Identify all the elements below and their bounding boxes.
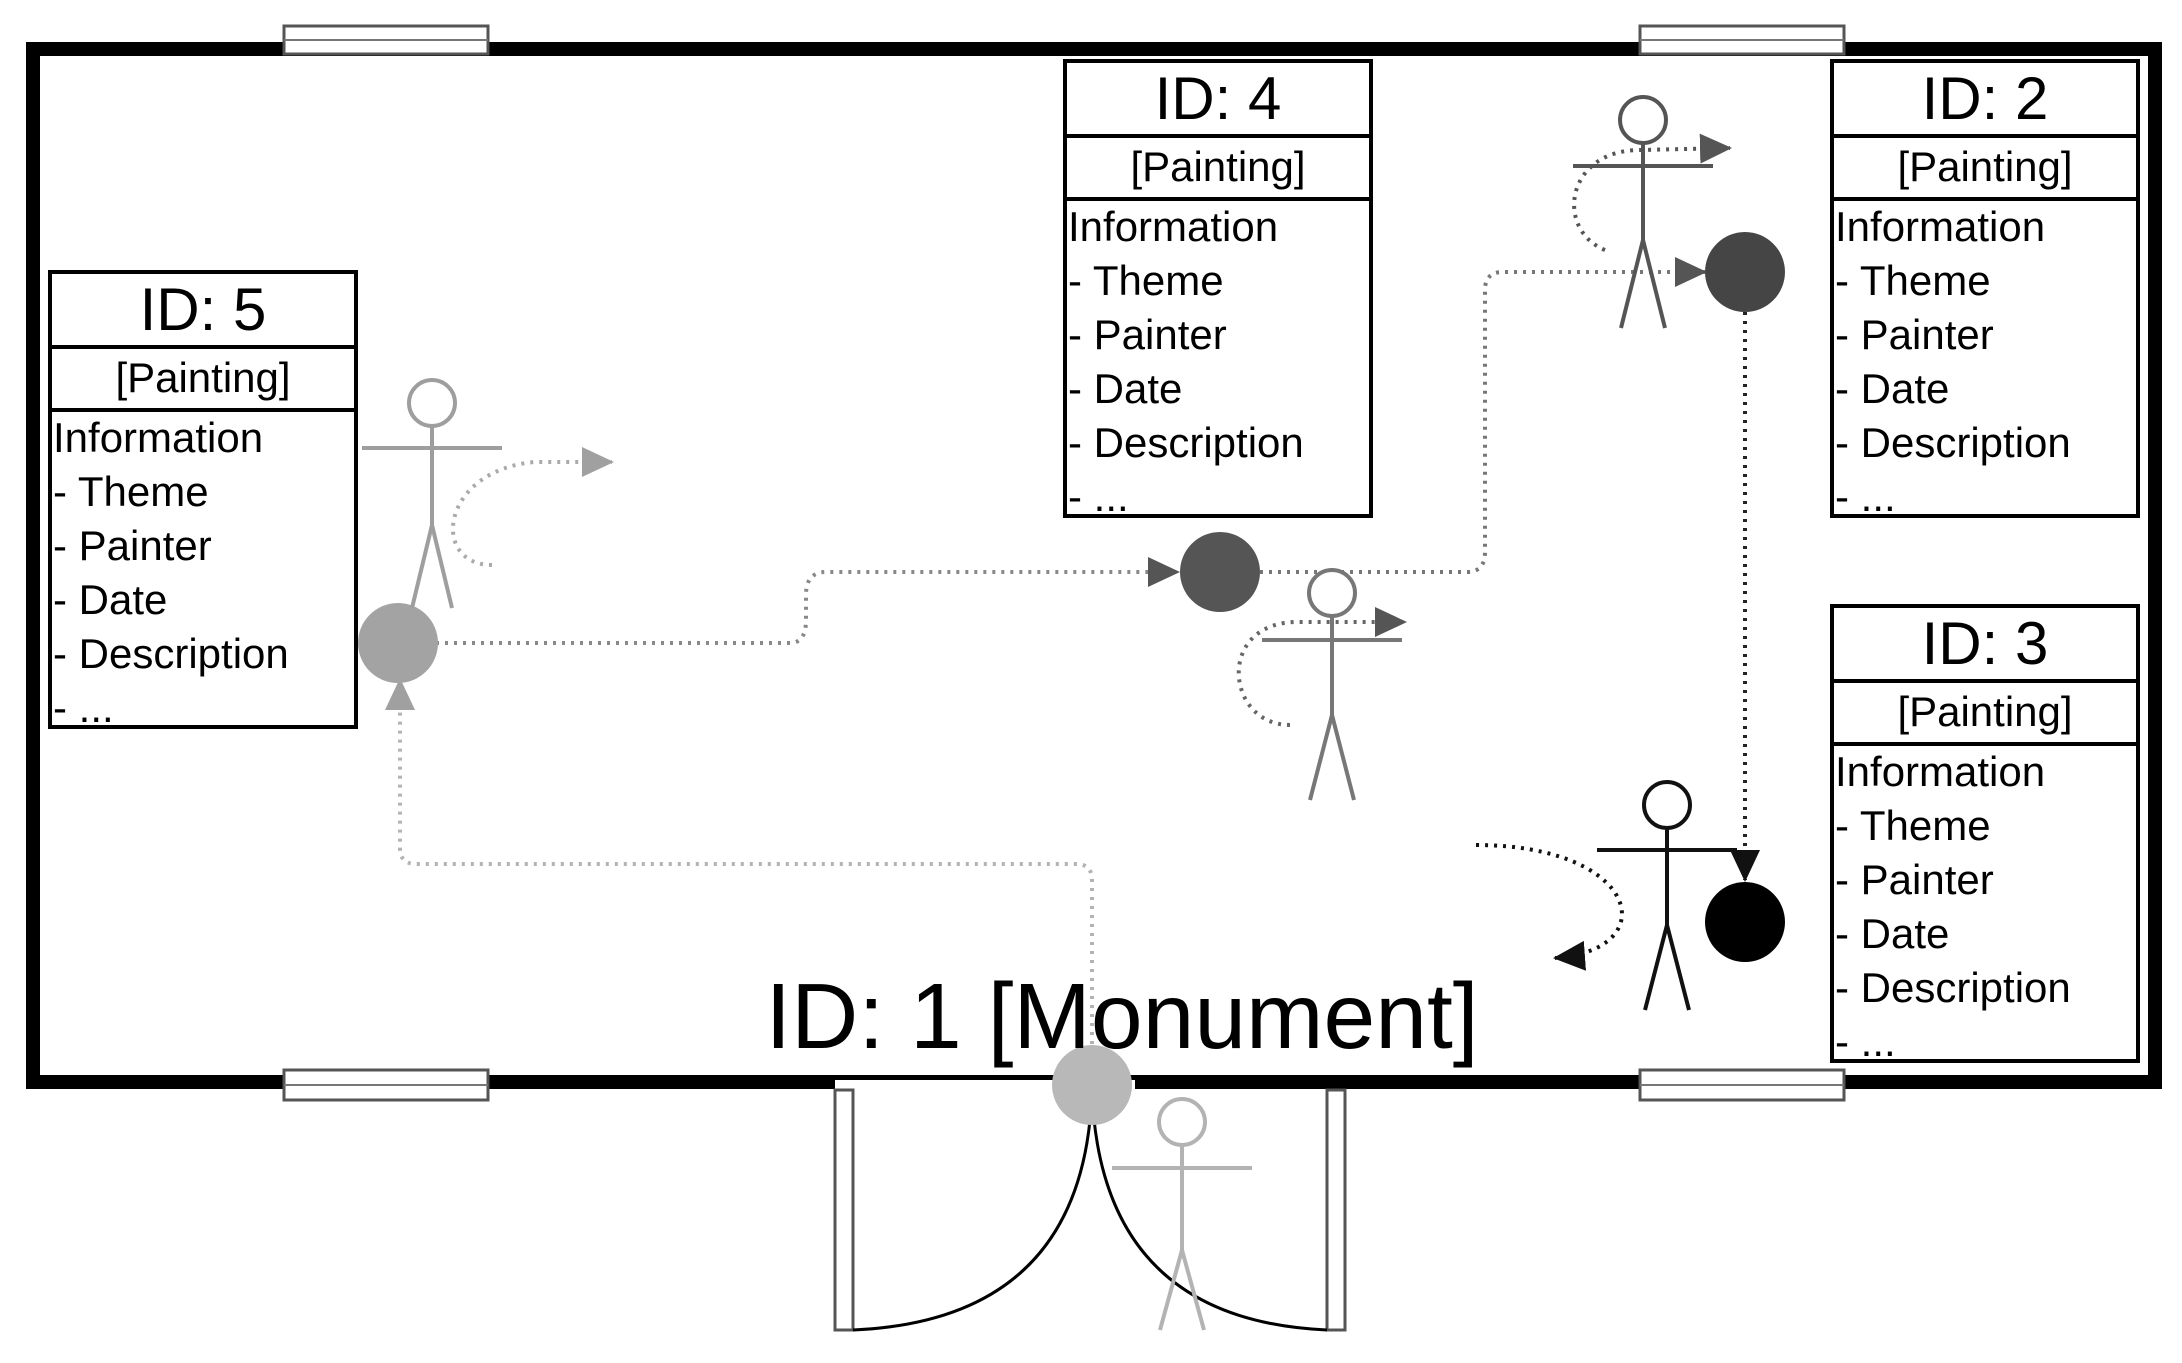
turn-arrow-id3: [1475, 843, 1624, 971]
card-info-item: - Painter: [1835, 856, 1994, 903]
visitor-figure-entrance: [1112, 1097, 1252, 1331]
visitor-figure-id4: [1262, 568, 1402, 801]
card-category: [Painting]: [1897, 688, 2072, 735]
path-id5-to-id4: [436, 557, 1180, 645]
card-info-item: - ...: [1835, 473, 1896, 520]
card-info-title: Information: [1835, 203, 2045, 250]
node-id3: [1705, 882, 1785, 962]
card-info-item: - Description: [1068, 419, 1304, 466]
card-info-item: - Date: [53, 576, 167, 623]
card-id-label: ID: 2: [1922, 65, 2049, 132]
node-monument: [1052, 1045, 1132, 1125]
visitor-figure-id3: [1597, 780, 1737, 1011]
card-info-item: - Theme: [1068, 257, 1224, 304]
card-category: [Painting]: [115, 354, 290, 401]
turn-arrow-id2: [1572, 133, 1732, 252]
node-id5: [358, 603, 438, 683]
card-id-label: ID: 3: [1922, 610, 2049, 677]
window-bottom-left: [282, 1068, 490, 1102]
painting-card-id2: ID: 2 [Painting] Information - Theme - P…: [1830, 59, 2140, 520]
card-info-item: - Description: [1835, 964, 2071, 1011]
card-info-item: - Theme: [1835, 802, 1991, 849]
card-info-item: - Painter: [53, 522, 212, 569]
card-info-item: - Description: [1835, 419, 2071, 466]
card-info-item: - Date: [1835, 365, 1949, 412]
monument-label: ID: 1 [Monument]: [765, 964, 1478, 1068]
visitor-figure-id5: [362, 378, 502, 609]
painting-card-id3: ID: 3 [Painting] Information - Theme - P…: [1830, 604, 2140, 1065]
card-info-title: Information: [1068, 203, 1278, 250]
window-top-right: [1638, 24, 1846, 56]
window-top-left: [282, 24, 490, 56]
turn-arrow-id5: [451, 447, 614, 567]
card-info-item: - Theme: [53, 468, 209, 515]
card-info-item: - Date: [1068, 365, 1182, 412]
card-info-title: Information: [53, 414, 263, 461]
card-info-item: - Description: [53, 630, 289, 677]
node-id4: [1180, 532, 1260, 612]
card-info-item: - Painter: [1068, 311, 1227, 358]
card-info-item: - Date: [1835, 910, 1949, 957]
card-info-item: - ...: [53, 684, 114, 731]
card-info-item: - ...: [1835, 1018, 1896, 1065]
card-info-item: - Theme: [1835, 257, 1991, 304]
card-info-title: Information: [1835, 748, 2045, 795]
painting-card-id5: ID: 5 [Painting] Information - Theme - P…: [48, 270, 358, 731]
node-id2: [1705, 232, 1785, 312]
card-info-item: - ...: [1068, 473, 1129, 520]
painting-card-id4: ID: 4 [Painting] Information - Theme - P…: [1063, 59, 1373, 520]
turn-arrow-id4: [1236, 607, 1407, 727]
card-info-item: - Painter: [1835, 311, 1994, 358]
card-category: [Painting]: [1897, 143, 2072, 190]
window-bottom-right: [1638, 1068, 1846, 1102]
visitor-figure-id2: [1573, 95, 1713, 329]
card-category: [Painting]: [1130, 143, 1305, 190]
card-id-label: ID: 4: [1155, 65, 1282, 132]
card-id-label: ID: 5: [140, 276, 267, 343]
